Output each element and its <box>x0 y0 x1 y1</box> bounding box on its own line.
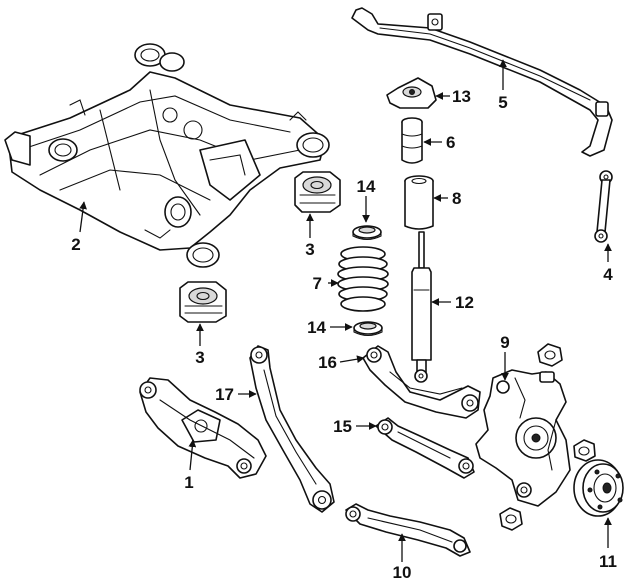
callout-13: 13 <box>452 87 471 106</box>
callout-14-lower: 14 <box>307 318 326 337</box>
mount-bushing-upper <box>294 171 341 213</box>
toe-link-part <box>375 417 475 479</box>
subframe-part <box>4 43 330 268</box>
callout-3-upper: 3 <box>305 240 314 259</box>
callout-numbers: 2 3 3 13 5 6 8 14 7 12 14 4 16 9 17 15 1… <box>71 87 617 581</box>
callout-3-lower: 3 <box>195 348 204 367</box>
callout-6: 6 <box>446 133 455 152</box>
callout-17: 17 <box>215 385 234 404</box>
shock-mount-part <box>386 77 437 109</box>
leader-1 <box>188 439 197 471</box>
callout-5: 5 <box>498 93 507 112</box>
lower-link-part <box>345 503 471 557</box>
callout-8: 8 <box>452 189 461 208</box>
callout-12: 12 <box>455 293 474 312</box>
callout-4: 4 <box>603 265 613 284</box>
callout-10: 10 <box>393 563 412 581</box>
dust-boot-part <box>404 175 434 230</box>
trailing-arm-part <box>249 345 335 513</box>
mount-bushing-lower <box>179 281 227 323</box>
stabilizer-link-part <box>594 170 613 243</box>
callout-9: 9 <box>500 333 509 352</box>
coil-spring-part <box>337 246 389 312</box>
callout-11: 11 <box>599 552 617 571</box>
callout-15: 15 <box>333 417 352 436</box>
callout-16: 16 <box>318 353 337 372</box>
lower-control-arm-part <box>139 377 267 479</box>
stabilizer-bar-part <box>351 7 613 157</box>
callout-7: 7 <box>313 274 322 293</box>
spring-seat-lower <box>353 321 383 337</box>
wheel-hub-part <box>573 459 624 517</box>
leader-2 <box>79 201 87 233</box>
leader-lines <box>79 59 612 562</box>
callout-14-upper: 14 <box>357 177 376 196</box>
upper-control-arm-part <box>362 345 481 419</box>
spring-seat-upper <box>352 225 382 241</box>
bump-stop-part <box>401 117 423 164</box>
callout-2: 2 <box>71 235 80 254</box>
shock-absorber-part <box>411 231 432 383</box>
callout-1: 1 <box>184 473 193 492</box>
knuckle-part <box>475 343 596 531</box>
leader-16 <box>339 355 365 364</box>
